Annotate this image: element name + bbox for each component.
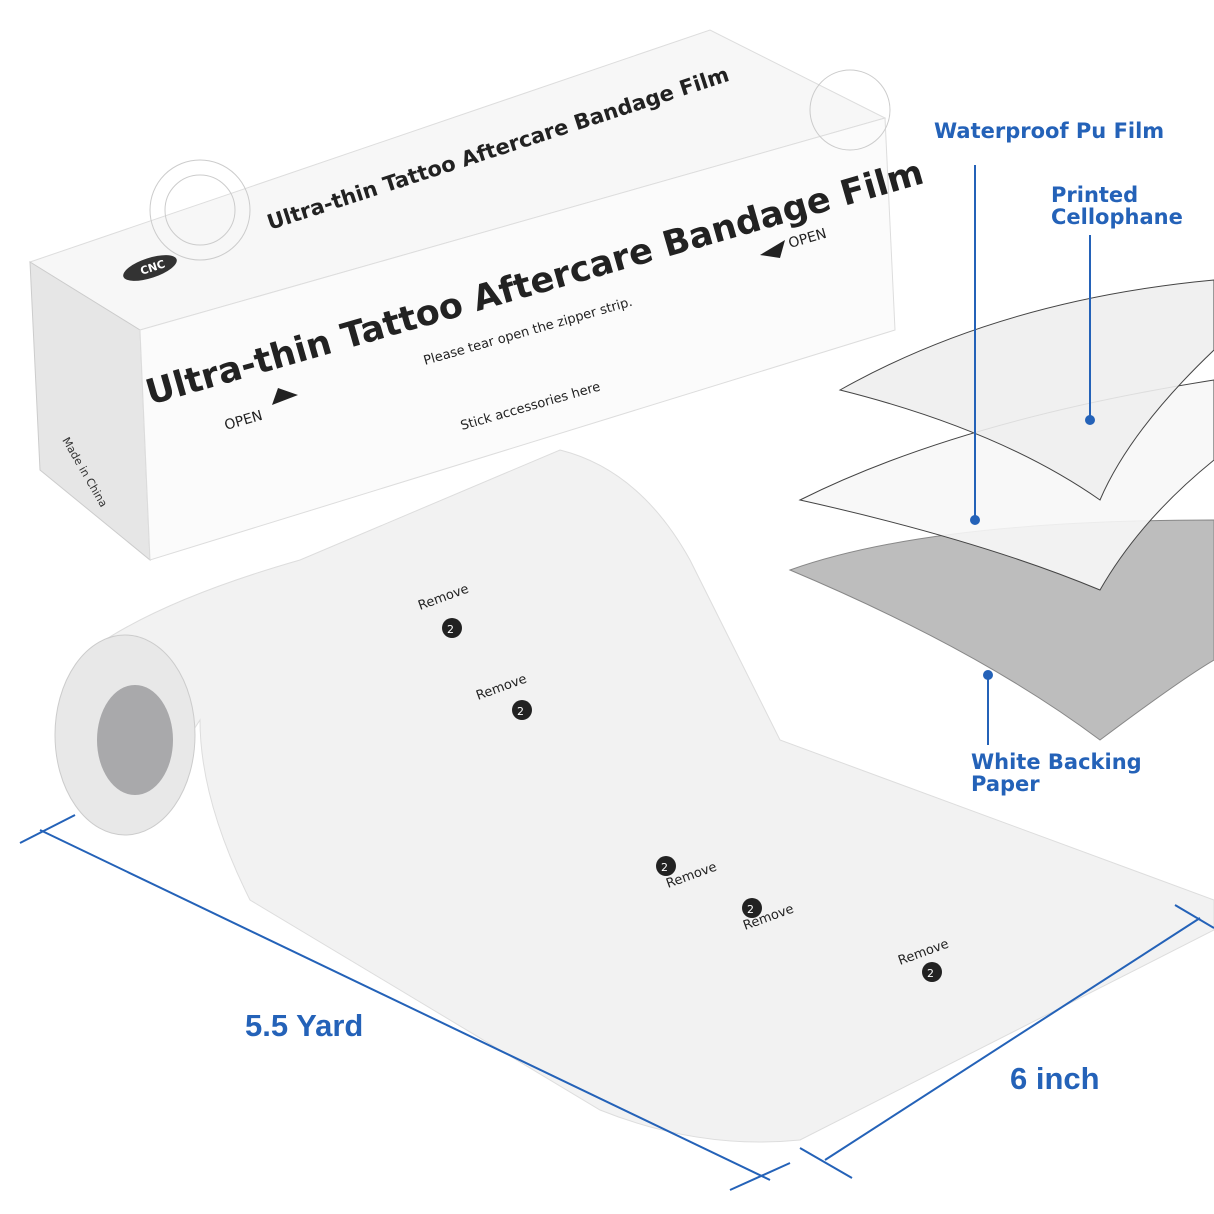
box-front-face	[139, 117, 896, 561]
film-roll: 2 Remove 2 Remove 2 Remove 2 Remove 2 Re…	[54, 449, 1214, 1143]
svg-text:2: 2	[661, 861, 668, 874]
box-swirl-pattern	[149, 159, 251, 261]
layer-diagram	[788, 279, 1214, 741]
svg-text:2: 2	[747, 903, 754, 916]
width-dimension-line	[824, 917, 1201, 1161]
svg-text:2: 2	[517, 705, 524, 718]
svg-text:2: 2	[447, 623, 454, 636]
dimension-width-label: 6 inch	[1010, 1061, 1100, 1096]
arrow-right-icon	[272, 388, 298, 405]
svg-text:2: 2	[927, 967, 934, 980]
callout-white-backing-paper: White Backing Paper	[971, 750, 1142, 797]
callout-waterproof-pu-film: Waterproof Pu Film	[934, 119, 1165, 143]
length-dimension-line	[39, 829, 771, 1181]
box-brand-logo	[123, 255, 177, 281]
layer-pu-film	[838, 279, 1214, 501]
dimension-length-label: 5.5 Yard	[245, 1008, 364, 1043]
arrow-left-icon	[760, 240, 785, 258]
callout-printed-cellophane: Printed Cellophane	[1051, 183, 1183, 230]
dimension-lines	[19, 814, 1214, 1191]
roll-core	[97, 685, 173, 795]
product-box: CNC Ultra-thin Tattoo Aftercare Bandage …	[28, 29, 928, 562]
callout-lines	[970, 165, 1095, 745]
